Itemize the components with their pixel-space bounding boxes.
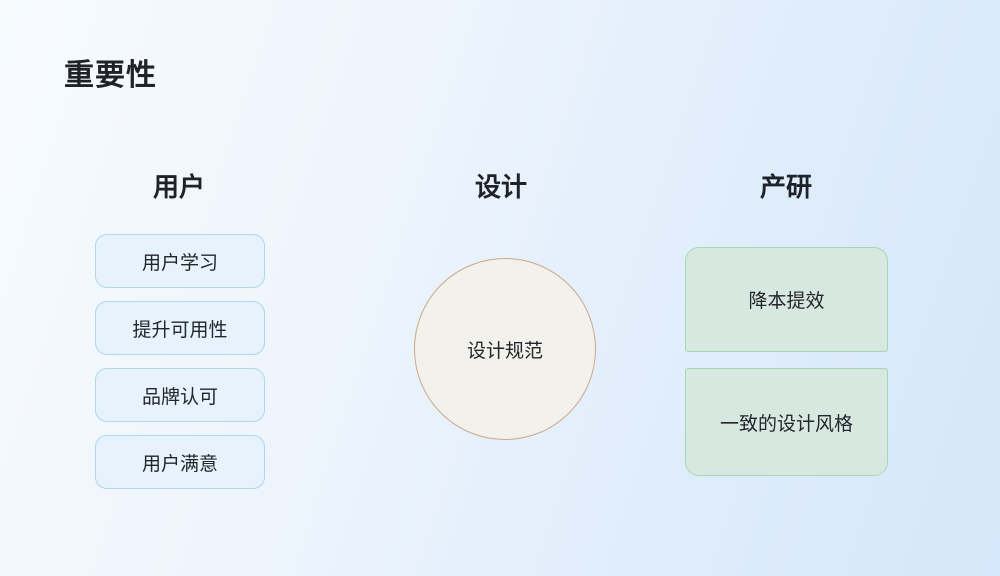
design-circle-label: 设计规范 — [466, 340, 543, 362]
column-header-design: 设计 — [474, 172, 528, 202]
product-box-efficiency: 降本提效 — [685, 247, 888, 352]
product-box-consistency: 一致的设计风格 — [685, 368, 888, 476]
product-box-label: 降本提效 — [748, 291, 825, 312]
user-box-satisfaction: 用户满意 — [95, 435, 265, 489]
user-box-label: 品牌认可 — [141, 386, 218, 408]
page-title: 重要性 — [64, 59, 157, 92]
user-box-label: 用户满意 — [141, 453, 218, 475]
product-box-label: 一致的设计风格 — [719, 413, 853, 435]
column-header-users: 用户 — [152, 172, 206, 202]
design-spec-circle: 设计规范 — [414, 258, 596, 440]
user-box-usability: 提升可用性 — [95, 301, 265, 355]
column-header-product: 产研 — [759, 172, 813, 202]
user-box-brand: 品牌认可 — [95, 368, 265, 422]
user-box-label: 提升可用性 — [132, 319, 228, 341]
user-box-learning: 用户学习 — [95, 234, 265, 288]
user-box-label: 用户学习 — [141, 252, 218, 274]
